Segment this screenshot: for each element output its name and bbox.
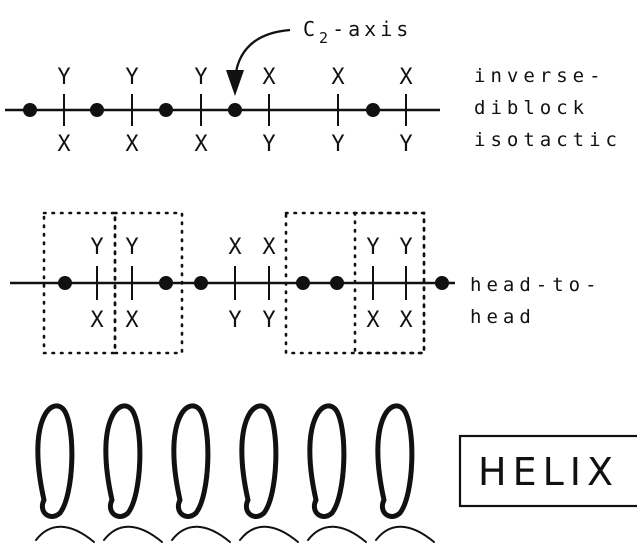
row1-label: inverse- diblock isotactic: [474, 65, 622, 151]
row1-atom: [23, 103, 37, 117]
row2-atom: [159, 276, 173, 290]
row1-label-line: diblock: [474, 97, 589, 119]
row2-top-letter: X: [228, 235, 242, 260]
row2-label-line: head: [470, 306, 536, 328]
row2-label-line: head-to-: [470, 274, 602, 296]
row1-label-line: isotactic: [474, 129, 622, 151]
helix-frame: [458, 434, 637, 508]
helix-turn: [239, 403, 299, 543]
c2-axis-arrowhead: [226, 70, 244, 96]
row1-atom: [90, 103, 104, 117]
row2-top-letter: X: [262, 235, 276, 260]
row2-top-letter: Y: [366, 235, 379, 260]
row2-bottom-letter: X: [366, 308, 380, 333]
row2-atom: [58, 276, 72, 290]
row2-bottom-letter: Y: [262, 308, 275, 333]
row2-bottom-letter: Y: [228, 308, 241, 333]
row1-top-letter: X: [399, 65, 413, 90]
row1-top-letter: X: [262, 65, 276, 90]
helix-label-box: HELIX: [458, 434, 637, 508]
c2-axis-arrow: [233, 28, 291, 79]
row1-top-letter: Y: [194, 65, 207, 90]
dotted-box: [42, 211, 117, 355]
helix-label: HELIX: [478, 450, 619, 494]
c2-axis-label: C2-axis: [303, 17, 412, 47]
row1-chain: Y Y Y X X X X X X Y Y Y: [5, 65, 440, 157]
helix-coil: [35, 403, 435, 543]
row1-bottom-letter: Y: [262, 132, 275, 157]
row2-atom: [330, 276, 344, 290]
helix-turn: [35, 403, 95, 543]
row2-atom: [296, 276, 310, 290]
row1-bottom-letter: X: [194, 132, 208, 157]
row2-bottom-letter: X: [90, 308, 104, 333]
row1-top-letter: X: [331, 65, 345, 90]
row2-bottom-letter: X: [399, 308, 413, 333]
helix-turn: [103, 403, 163, 543]
row1-top-letter: Y: [57, 65, 70, 90]
row2-atom: [435, 276, 449, 290]
row1-bottom-letter: Y: [399, 132, 412, 157]
helix-turn: [307, 403, 367, 543]
helix-turn: [375, 403, 435, 543]
row1-atom: [228, 103, 242, 117]
row2-top-letter: Y: [90, 235, 103, 260]
row1-top-letter: Y: [125, 65, 138, 90]
row2-label: head-to- head: [470, 274, 602, 328]
row2-atom: [194, 276, 208, 290]
row1-bottom-letter: Y: [331, 132, 344, 157]
row1-atom: [159, 103, 173, 117]
row2-top-letter: Y: [399, 235, 412, 260]
row1-bottom-letter: X: [57, 132, 71, 157]
c2-axis-callout: C2-axis: [226, 17, 412, 96]
row1-label-line: inverse-: [474, 65, 606, 87]
row2-top-letter: Y: [125, 235, 138, 260]
row1-atom: [366, 103, 380, 117]
row2-chain: Y Y X X Y Y X X Y Y X X: [10, 211, 455, 355]
row1-bottom-letter: X: [125, 132, 139, 157]
helix-turn: [171, 403, 231, 543]
row2-bottom-letter: X: [125, 308, 139, 333]
